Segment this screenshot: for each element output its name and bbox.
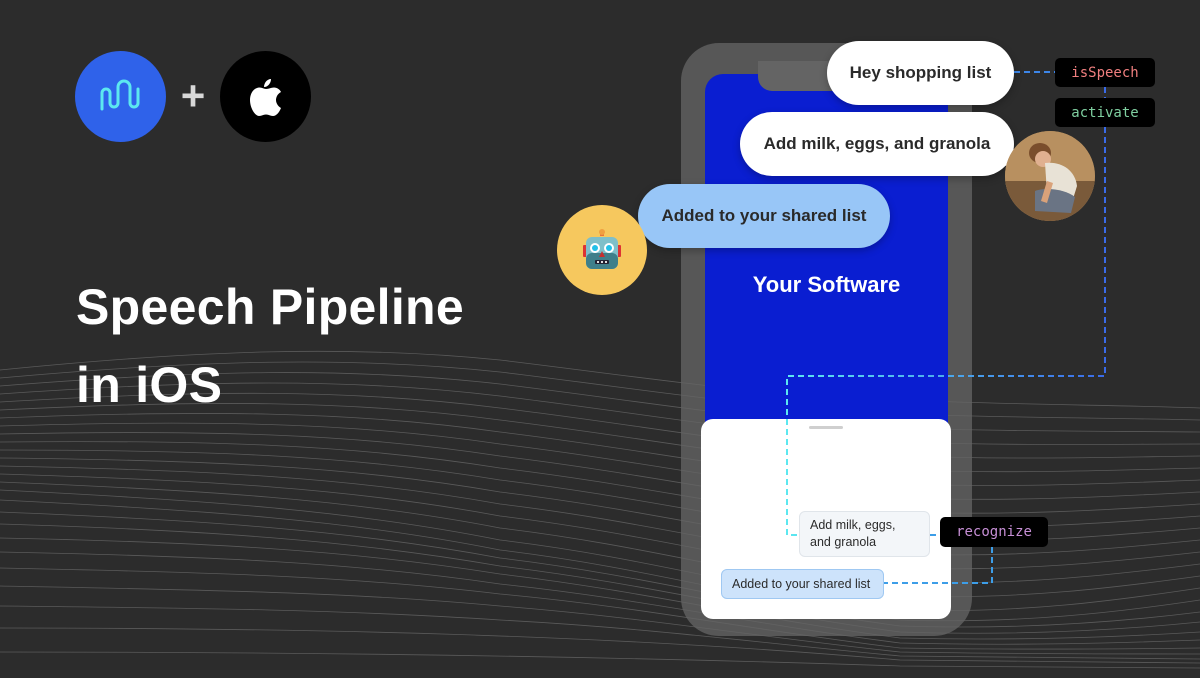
activate-event-tag: activate	[1055, 98, 1155, 127]
transcript-bot-message: Added to your shared list	[721, 569, 884, 599]
title-line-2: in iOS	[76, 357, 223, 413]
bot-response-bubble: Added to your shared list	[638, 184, 890, 248]
bot-avatar	[557, 205, 647, 295]
apple-logo	[220, 51, 311, 142]
recognize-event-tag: recognize	[940, 517, 1048, 547]
title-line-1: Speech Pipeline	[76, 279, 464, 335]
isspeech-event-tag: isSpeech	[1055, 58, 1155, 87]
spokestack-wave-icon	[100, 79, 139, 110]
spokestack-logo	[75, 51, 166, 142]
apple-icon	[249, 78, 281, 116]
user-request-bubble: Add milk, eggs, and granola	[740, 112, 1014, 176]
your-software-label: Your Software	[752, 272, 901, 297]
user-avatar	[1005, 131, 1095, 221]
wake-word-bubble: Hey shopping list	[827, 41, 1014, 105]
sheet-drag-handle[interactable]	[809, 426, 843, 429]
plus-sign: +	[180, 72, 206, 119]
page-title: Speech Pipeline in iOS	[76, 268, 464, 424]
robot-icon	[583, 229, 621, 269]
transcript-user-message: Add milk, eggs, and granola	[799, 511, 930, 557]
person-photo-icon	[1005, 131, 1095, 221]
